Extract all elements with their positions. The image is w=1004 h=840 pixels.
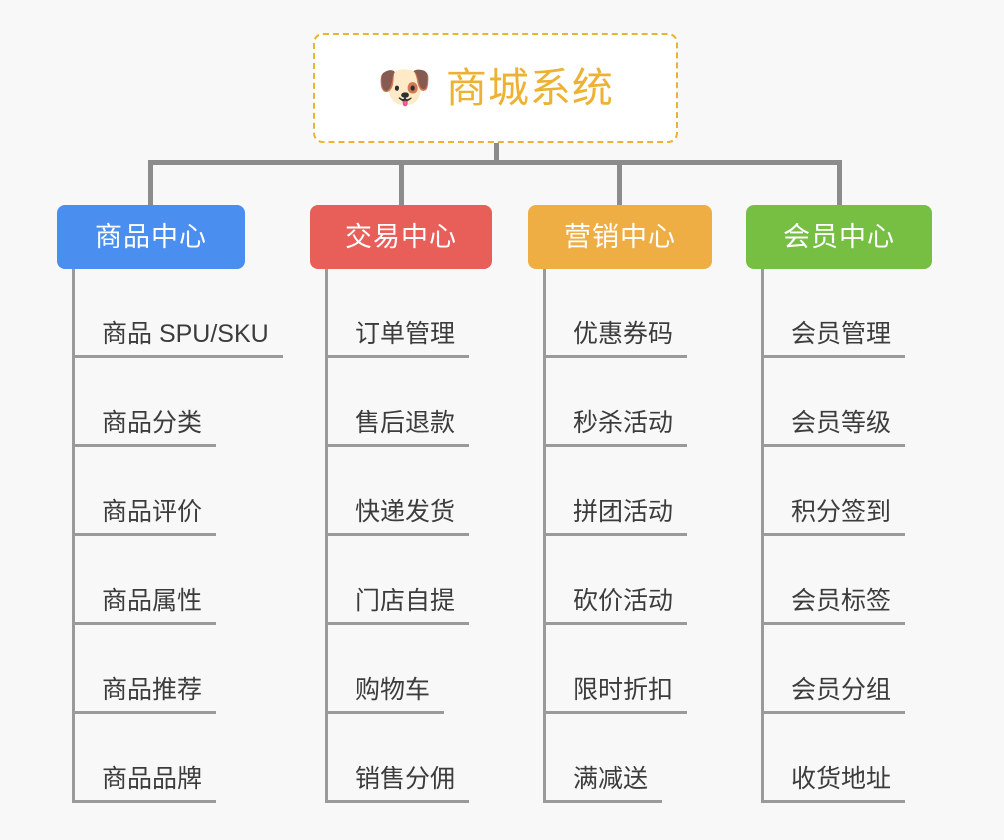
- connector-drop-category-1: [148, 160, 153, 205]
- category-header-label: 商品中心: [95, 221, 207, 252]
- category-column-trade-center: 交易中心 订单管理 售后退款 快递发货 门店自提 购物车 销售分佣: [310, 205, 492, 803]
- category-header-label: 交易中心: [345, 221, 457, 252]
- root-node[interactable]: 🐶 商城系统: [313, 33, 678, 143]
- list-item[interactable]: 商品分类: [57, 358, 245, 447]
- list-item[interactable]: 优惠券码: [528, 269, 712, 358]
- leaf-label: 会员管理: [791, 319, 892, 348]
- leaf-label: 商品品牌: [102, 764, 203, 793]
- list-item[interactable]: 销售分佣: [310, 714, 492, 803]
- leaf-label: 秒杀活动: [573, 408, 674, 437]
- list-item[interactable]: 限时折扣: [528, 625, 712, 714]
- connector-drop-category-2: [399, 160, 404, 205]
- leaf-label: 满减送: [573, 764, 649, 793]
- leaf-label: 销售分佣: [355, 764, 456, 793]
- leaf-label: 快递发货: [355, 497, 456, 526]
- leaf-label: 积分签到: [791, 497, 892, 526]
- list-item[interactable]: 满减送: [528, 714, 712, 803]
- connector-horizontal-bus: [148, 160, 842, 165]
- category-header-label: 会员中心: [783, 221, 895, 252]
- list-item[interactable]: 快递发货: [310, 447, 492, 536]
- leaf-label: 会员等级: [791, 408, 892, 437]
- leaf-label: 商品 SPU/SKU: [102, 319, 269, 348]
- category-header-product-center[interactable]: 商品中心: [57, 205, 245, 269]
- list-item[interactable]: 拼团活动: [528, 447, 712, 536]
- leaf-label: 收货地址: [791, 764, 892, 793]
- list-item[interactable]: 会员管理: [746, 269, 932, 358]
- leaf-label: 拼团活动: [573, 497, 674, 526]
- shiba-dog-face-icon: 🐶: [377, 63, 432, 112]
- leaf-label: 商品属性: [102, 586, 203, 615]
- list-item[interactable]: 门店自提: [310, 536, 492, 625]
- leaf-label: 会员分组: [791, 675, 892, 704]
- category-column-marketing-center: 营销中心 优惠券码 秒杀活动 拼团活动 砍价活动 限时折扣 满减送: [528, 205, 712, 803]
- connector-root-stem: [494, 143, 499, 165]
- leaf-label: 商品推荐: [102, 675, 203, 704]
- category-header-label: 营销中心: [564, 221, 676, 252]
- leaf-list-trade-center: 订单管理 售后退款 快递发货 门店自提 购物车 销售分佣: [310, 269, 492, 803]
- list-item[interactable]: 商品品牌: [57, 714, 245, 803]
- list-item[interactable]: 订单管理: [310, 269, 492, 358]
- list-item[interactable]: 售后退款: [310, 358, 492, 447]
- leaf-label: 优惠券码: [573, 319, 674, 348]
- category-column-member-center: 会员中心 会员管理 会员等级 积分签到 会员标签 会员分组 收货地址: [746, 205, 932, 803]
- leaf-list-product-center: 商品 SPU/SKU 商品分类 商品评价 商品属性 商品推荐 商品品牌: [57, 269, 283, 803]
- leaf-list-member-center: 会员管理 会员等级 积分签到 会员标签 会员分组 收货地址: [746, 269, 932, 803]
- list-item[interactable]: 购物车: [310, 625, 492, 714]
- leaf-label: 商品评价: [102, 497, 203, 526]
- list-item[interactable]: 会员分组: [746, 625, 932, 714]
- leaf-label: 砍价活动: [573, 586, 674, 615]
- list-item[interactable]: 商品属性: [57, 536, 245, 625]
- list-item[interactable]: 秒杀活动: [528, 358, 712, 447]
- connector-drop-category-4: [837, 160, 842, 205]
- leaf-label: 限时折扣: [573, 675, 674, 704]
- list-item[interactable]: 会员标签: [746, 536, 932, 625]
- list-item[interactable]: 商品 SPU/SKU: [57, 269, 283, 358]
- leaf-label: 售后退款: [355, 408, 456, 437]
- category-header-trade-center[interactable]: 交易中心: [310, 205, 492, 269]
- list-item[interactable]: 商品评价: [57, 447, 245, 536]
- leaf-label: 会员标签: [791, 586, 892, 615]
- leaf-label: 订单管理: [355, 319, 456, 348]
- root-node-title: 商城系统: [445, 64, 614, 111]
- list-item[interactable]: 会员等级: [746, 358, 932, 447]
- category-header-marketing-center[interactable]: 营销中心: [528, 205, 712, 269]
- connector-drop-category-3: [617, 160, 622, 205]
- list-item[interactable]: 收货地址: [746, 714, 932, 803]
- list-item[interactable]: 砍价活动: [528, 536, 712, 625]
- list-item[interactable]: 积分签到: [746, 447, 932, 536]
- list-item[interactable]: 商品推荐: [57, 625, 245, 714]
- leaf-list-marketing-center: 优惠券码 秒杀活动 拼团活动 砍价活动 限时折扣 满减送: [528, 269, 712, 803]
- leaf-label: 商品分类: [102, 408, 203, 437]
- category-column-product-center: 商品中心 商品 SPU/SKU 商品分类 商品评价 商品属性 商品推荐 商品品牌: [57, 205, 283, 803]
- leaf-label: 购物车: [355, 675, 431, 704]
- category-header-member-center[interactable]: 会员中心: [746, 205, 932, 269]
- leaf-label: 门店自提: [355, 586, 456, 615]
